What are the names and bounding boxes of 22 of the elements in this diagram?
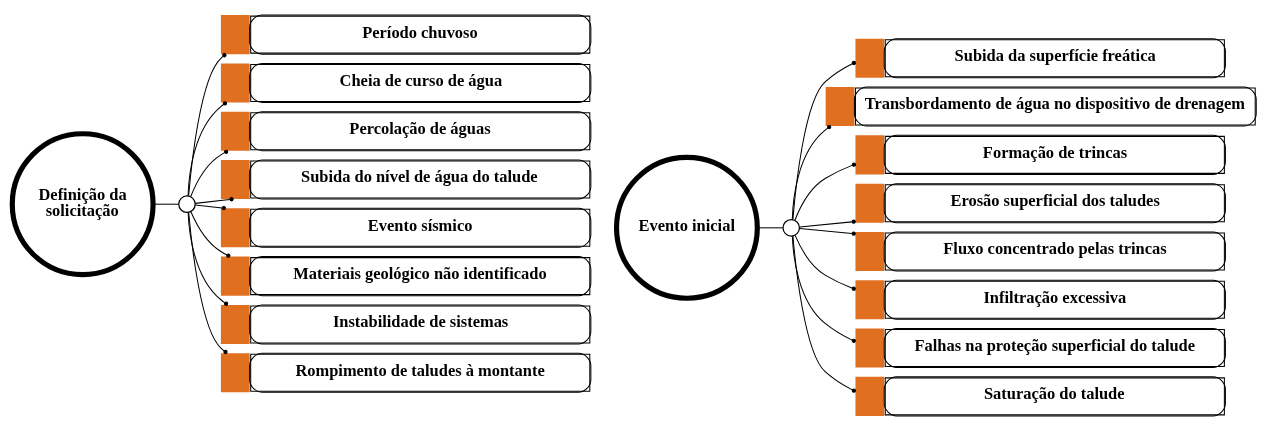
node-circle: Evento inicial bbox=[613, 154, 760, 301]
node-circle bbox=[782, 219, 801, 237]
node-circle: Definição da solicitação bbox=[9, 131, 156, 278]
connector bbox=[792, 235, 857, 393]
connector bbox=[757, 227, 784, 229]
connector bbox=[792, 60, 857, 221]
connector bbox=[152, 203, 180, 205]
connector bbox=[799, 228, 856, 236]
connector bbox=[188, 53, 227, 197]
connector bbox=[794, 234, 856, 291]
connector bbox=[188, 211, 228, 355]
connector bbox=[194, 204, 226, 211]
connector bbox=[190, 149, 229, 198]
connector bbox=[791, 235, 856, 343]
connector bbox=[190, 211, 231, 258]
connector bbox=[187, 211, 229, 306]
connector bbox=[194, 197, 234, 204]
connector bbox=[794, 162, 857, 221]
node-circle bbox=[178, 195, 196, 214]
connector bbox=[791, 124, 832, 221]
connector bbox=[187, 101, 228, 197]
connector bbox=[799, 219, 856, 228]
